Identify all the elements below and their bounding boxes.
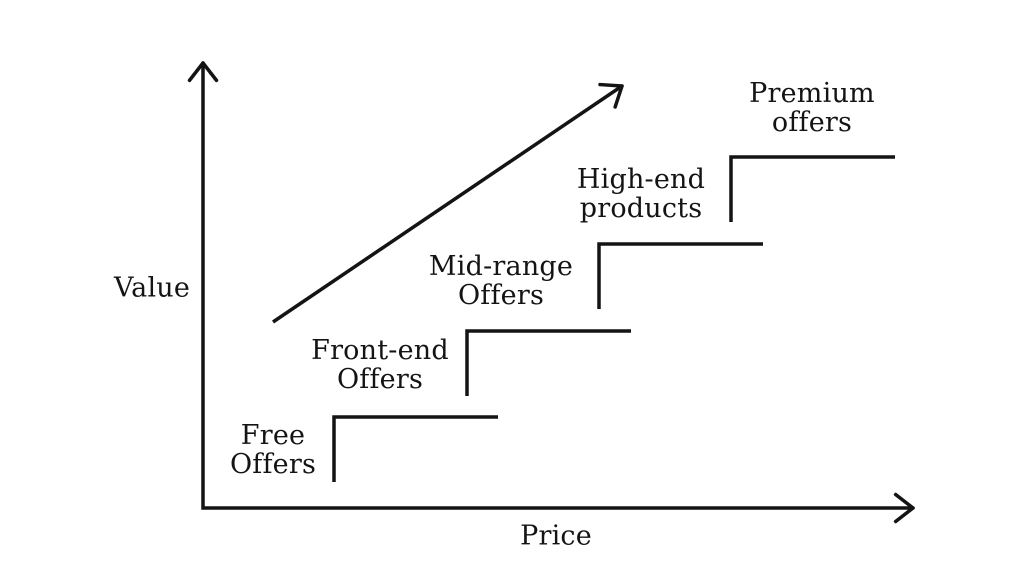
tier-label-high-end-products: High-end products bbox=[576, 164, 706, 224]
x-axis-label: Price bbox=[520, 520, 592, 552]
y-axis-label: Value bbox=[113, 272, 191, 304]
tier-label-free-offers: Free Offers bbox=[229, 420, 317, 480]
tier-label-mid-range-offers: Mid-range Offers bbox=[428, 251, 574, 311]
tier-label-front-end-offers: Front-end Offers bbox=[311, 335, 449, 395]
tier-label-premium-offers: Premium offers bbox=[749, 78, 875, 138]
